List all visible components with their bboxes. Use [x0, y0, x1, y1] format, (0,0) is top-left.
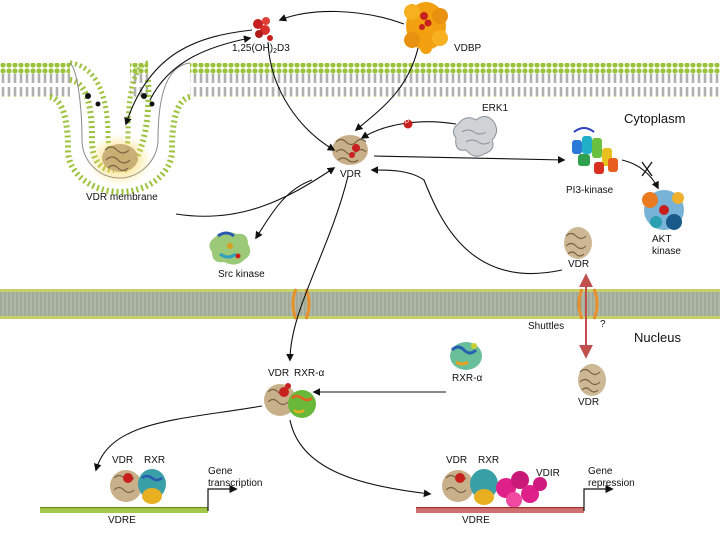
erk1-protein: [452, 116, 498, 157]
pi3k-protein: [572, 127, 618, 174]
cytoplasm-label: Cytoplasm: [624, 111, 686, 126]
gene-transcription-label: Gene transcription: [208, 466, 263, 489]
rxra-free-label: RXR-α: [452, 373, 483, 384]
vdr-main-label: VDR: [340, 169, 362, 180]
erk1-label: ERK1: [482, 103, 509, 114]
vdr-nucleus-right: [578, 364, 606, 396]
dna-right: [416, 507, 584, 513]
rxr-left-label: RXR: [144, 455, 166, 466]
vdre-left-label: VDRE: [108, 515, 136, 526]
repression-arrow: [583, 484, 614, 511]
nucleus-label: Nucleus: [634, 330, 681, 345]
inhibition-mark: [641, 161, 653, 177]
vdre-right-label: VDRE: [462, 515, 490, 526]
vdr-rxr-vdir-complex-right: [442, 469, 547, 508]
vdr-membrane-label: VDR membrane: [86, 192, 158, 203]
shuttles-label: Shuttles: [528, 321, 565, 332]
vdr-nucleus-right-label: VDR: [578, 397, 600, 408]
dna-left: [40, 507, 208, 513]
rxr-right-label: RXR: [478, 455, 500, 466]
rxra-complex-label: RXR-α: [294, 368, 325, 379]
vdir-label: VDIR: [536, 468, 560, 479]
vdbp-label: VDBP: [454, 43, 482, 54]
vdr-membrane-protein: [102, 144, 138, 172]
vdr-main-protein: [332, 135, 368, 165]
vdr-rxr-complex-left: [110, 469, 166, 504]
vdr-complex-label: VDR: [268, 368, 290, 379]
nuclear-membrane: [0, 288, 720, 320]
phospho-marker: [403, 119, 413, 129]
vdbp-protein: [404, 2, 448, 54]
src-kinase-label: Src kinase: [218, 269, 265, 280]
akt-label: AKT kinase: [652, 234, 681, 257]
vdr-rxr-complex-middle: [264, 383, 316, 418]
ligand-label: 1,25(OH)2D3: [232, 43, 290, 56]
transcription-arrow: [207, 484, 238, 511]
vdr-cytoplasm-right: [564, 227, 592, 259]
gene-repression-label: Gene repression: [588, 466, 635, 489]
vdr-left-label: VDR: [112, 455, 134, 466]
phospho-label: P: [405, 120, 410, 126]
question-label: ?: [600, 319, 606, 330]
akt-protein: [642, 190, 684, 230]
pathway-arrows: [93, 10, 659, 498]
vdr-right-label: VDR: [446, 455, 468, 466]
vdir-protein: [496, 471, 547, 508]
plasma-membrane: [0, 60, 720, 196]
rxra-free-protein: [450, 342, 482, 370]
vdr-cytoplasm-right-label: VDR: [568, 259, 590, 270]
src-kinase-protein: [209, 231, 251, 265]
ligand-molecule: [253, 17, 273, 41]
pi3k-label: PI3-kinase: [566, 185, 614, 196]
